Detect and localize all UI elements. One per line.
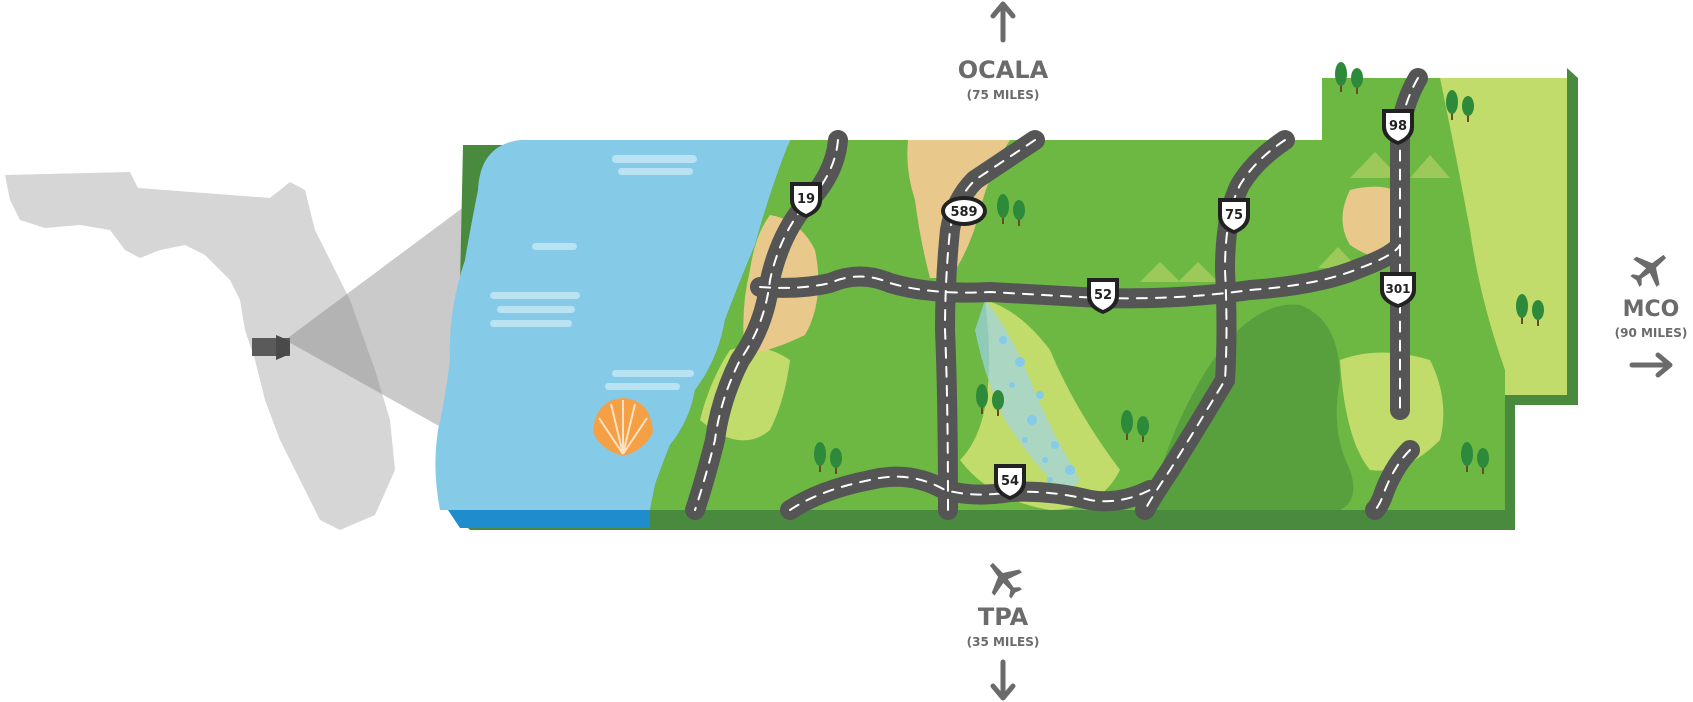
shield-75: 75 — [1218, 198, 1250, 234]
gulf-water — [435, 140, 790, 510]
tree-icon — [1461, 442, 1489, 474]
dark-forest — [1150, 304, 1354, 510]
svg-text:52: 52 — [1094, 288, 1112, 303]
tree-icon — [1121, 410, 1149, 442]
shield-19: 19 — [790, 182, 822, 218]
svg-text:301: 301 — [1385, 282, 1410, 296]
svg-text:98: 98 — [1389, 119, 1407, 134]
tree-icon — [1446, 90, 1474, 122]
tree-icon — [976, 384, 1004, 416]
seashell-icon — [593, 398, 653, 456]
tree-icon — [814, 442, 842, 474]
east-destination-distance: (90 MILES) — [1615, 326, 1688, 340]
trees — [814, 62, 1544, 474]
water-ripples — [490, 155, 697, 390]
arrow-up-icon — [990, 1, 1016, 43]
tree-icon — [1516, 294, 1544, 326]
east-destination-name: MCO — [1623, 297, 1680, 322]
svg-text:75: 75 — [1225, 208, 1243, 223]
route-shields: 19 589 75 52 98 301 — [790, 109, 1416, 500]
airplane-icon — [989, 562, 1022, 599]
north-destination-name: OCALA — [958, 56, 1049, 84]
south-destination: TPA (35 MILES) — [967, 562, 1040, 701]
arrow-down-icon — [990, 659, 1016, 701]
shield-589: 589 — [941, 196, 987, 226]
arrow-right-icon — [1629, 352, 1673, 378]
svg-text:589: 589 — [950, 205, 977, 220]
north-destination-distance: (75 MILES) — [967, 88, 1040, 102]
north-destination: OCALA (75 MILES) — [958, 1, 1049, 102]
shield-98: 98 — [1382, 109, 1414, 145]
shield-54: 54 — [994, 464, 1026, 500]
south-destination-distance: (35 MILES) — [967, 635, 1040, 649]
florida-outline-icon — [5, 172, 500, 530]
shield-52: 52 — [1087, 278, 1119, 314]
tree-icon — [1335, 62, 1363, 94]
airplane-icon — [1630, 254, 1667, 287]
svg-text:54: 54 — [1001, 474, 1019, 489]
south-destination-name: TPA — [978, 603, 1029, 631]
shield-301: 301 — [1380, 272, 1416, 308]
svg-text:19: 19 — [797, 192, 815, 207]
tree-icon — [997, 194, 1025, 226]
east-destination: MCO (90 MILES) — [1615, 254, 1688, 378]
